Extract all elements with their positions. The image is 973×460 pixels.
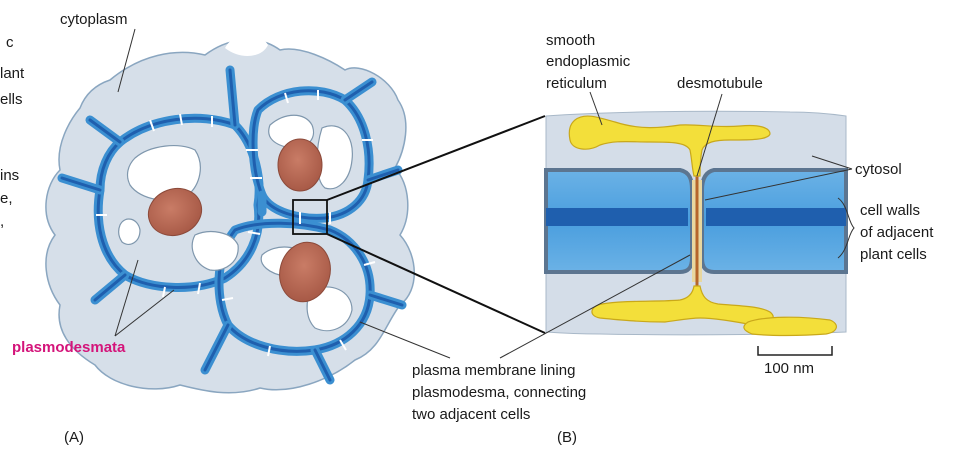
- clipped-caption-text: c lant ells ins e, ,: [0, 34, 25, 230]
- cytoplasm-label: cytoplasm: [60, 11, 128, 28]
- svg-text:lant: lant: [0, 65, 25, 82]
- scale-bar: 100 nm: [758, 346, 832, 377]
- svg-text:,: ,: [0, 213, 4, 230]
- ser-label: smooth endoplasmic reticulum: [546, 32, 634, 92]
- svg-text:c: c: [6, 34, 14, 51]
- panel-a-label: (A): [64, 429, 84, 446]
- panel-b-label: (B): [557, 429, 577, 446]
- plasmodesmata-label: plasmodesmata: [12, 339, 126, 356]
- desmotubule-label: desmotubule: [677, 75, 763, 92]
- svg-text:ells: ells: [0, 91, 23, 108]
- left-wall: [546, 170, 692, 272]
- nucleus-upper-right: [278, 139, 322, 191]
- svg-text:ins: ins: [0, 167, 19, 184]
- svg-text:e,: e,: [0, 190, 13, 207]
- desmotubule: [692, 176, 702, 286]
- membrane-label: plasma membrane lining plasmodesma, conn…: [412, 362, 590, 423]
- panel-b-detail: [546, 111, 846, 335]
- er-fragment: [744, 317, 836, 335]
- scale-label: 100 nm: [764, 360, 814, 377]
- cell-walls-label: cell walls of adjacent plant cells: [860, 202, 938, 263]
- cytosol-label: cytosol: [855, 161, 902, 178]
